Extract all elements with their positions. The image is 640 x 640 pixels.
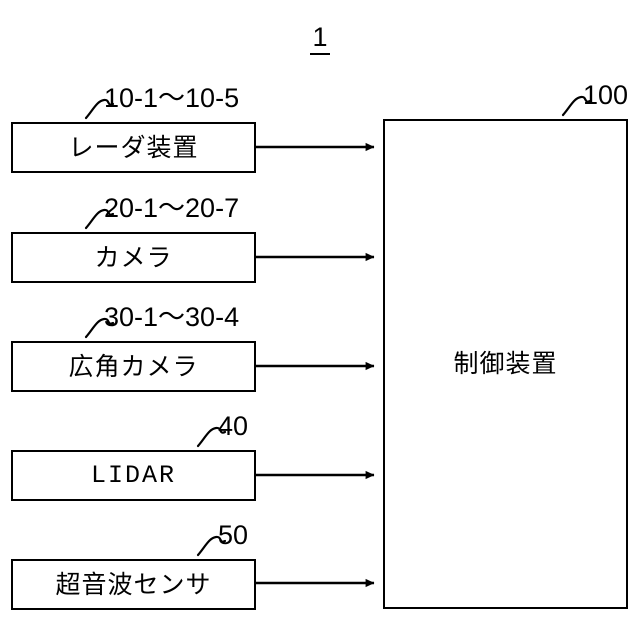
ref-numeral-radar: 10-1〜10-5 (104, 83, 240, 113)
sensor-box-radar[interactable]: レーダ装置 (11, 122, 256, 173)
sensor-box-camera-label: カメラ (94, 243, 173, 272)
figure-number-text: 1 (310, 22, 330, 55)
sensor-box-camera[interactable]: カメラ (11, 232, 256, 283)
ref-numeral-lidar: 40 (218, 411, 249, 441)
leader-line-lidar (196, 426, 227, 448)
sensor-box-ultrasonic-sensor-label: 超音波センサ (55, 570, 212, 599)
sensor-box-ultrasonic-sensor[interactable]: 超音波センサ (11, 559, 256, 610)
leader-line-widecamera (84, 317, 115, 339)
controller-box[interactable]: 制御装置 (383, 119, 628, 609)
controller-box-label: 制御装置 (453, 350, 558, 378)
leader-line-ultrasonic (196, 535, 227, 557)
figure-number: 1 (0, 22, 640, 55)
sensor-box-lidar[interactable]: LIDAR (11, 450, 256, 501)
leader-line-radar (84, 98, 115, 120)
sensor-box-wide-angle-camera-label: 広角カメラ (68, 352, 199, 381)
ref-numeral-widecamera: 30-1〜30-4 (104, 302, 240, 332)
ref-numeral-ultrasonic: 50 (218, 520, 249, 550)
sensor-box-radar-label: レーダ装置 (68, 133, 199, 162)
leader-line-camera (84, 208, 115, 230)
ref-numeral-controller: 100 (583, 80, 629, 110)
sensor-box-wide-angle-camera[interactable]: 広角カメラ (11, 341, 256, 392)
ref-numeral-camera: 20-1〜20-7 (104, 193, 240, 223)
leader-line-controller (561, 95, 592, 117)
sensor-box-lidar-label: LIDAR (90, 460, 176, 490)
